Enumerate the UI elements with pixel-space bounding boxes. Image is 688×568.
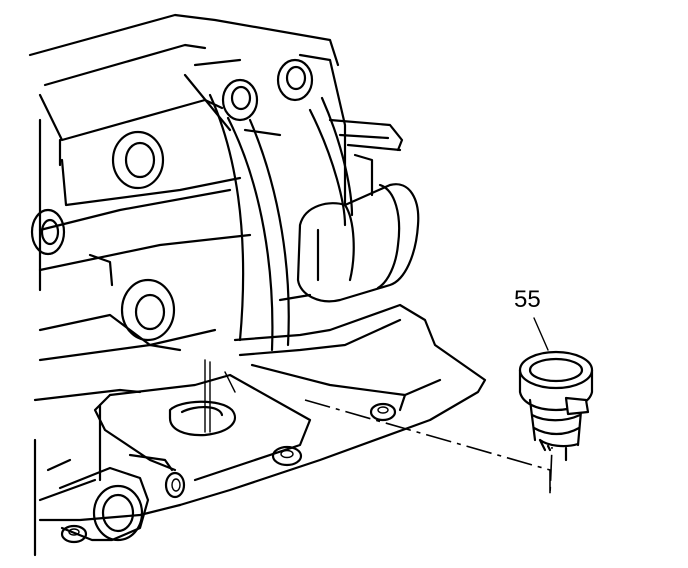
port-left — [30, 208, 66, 256]
bolt-icon — [60, 524, 88, 544]
side-boss — [296, 183, 420, 303]
housing-ports — [30, 58, 314, 342]
part-55-sensor — [518, 350, 594, 462]
stud-top-right — [276, 58, 314, 102]
pan-bolts — [60, 402, 397, 544]
housing-ribs — [183, 53, 354, 352]
mounting-bracket — [328, 118, 404, 197]
stud-top-left — [221, 78, 259, 122]
bolt-icon — [164, 471, 186, 499]
bolt-icon — [271, 445, 303, 467]
port-upper — [111, 130, 165, 190]
installation-path — [304, 399, 553, 496]
callout-label: 55 — [514, 286, 541, 313]
oil-pan — [33, 303, 487, 557]
bolt-icon — [369, 402, 397, 422]
port-middle — [120, 278, 176, 342]
callout-55: 55 — [514, 286, 549, 351]
bottom-fitting — [58, 453, 174, 542]
transmission-housing — [28, 13, 340, 402]
pan-slot — [168, 359, 237, 437]
